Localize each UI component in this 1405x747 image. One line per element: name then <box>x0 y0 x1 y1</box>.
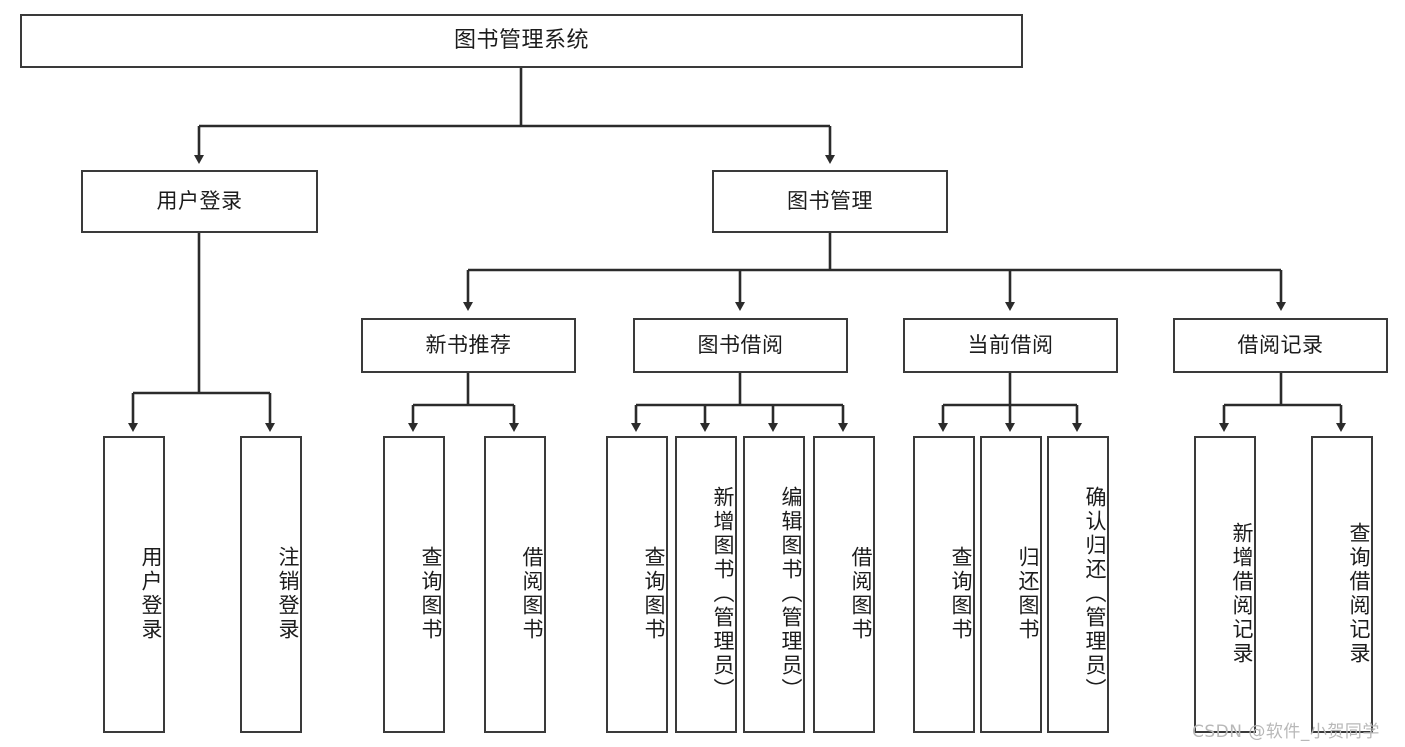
leaf-return-book[interactable]: 归还图书 <box>980 436 1042 733</box>
leaf-confirm-return[interactable]: 确认归还（管理员） <box>1047 436 1109 733</box>
node-label: 注销登录 <box>276 545 300 642</box>
leaf-user-login[interactable]: 用户登录 <box>103 436 165 733</box>
node-label: 当前借阅 <box>967 333 1054 358</box>
node-label: 编辑图书（管理员） <box>779 485 803 702</box>
node-label: 查询图书 <box>642 545 666 642</box>
node-label: 新书推荐 <box>425 333 512 358</box>
node-label: 查询图书 <box>949 545 973 642</box>
node-label: 新增图书（管理员） <box>711 485 735 702</box>
node-user-login[interactable]: 用户登录 <box>81 170 318 233</box>
leaf-query-book-recommend[interactable]: 查询图书 <box>383 436 445 733</box>
node-label: 借阅记录 <box>1237 333 1324 358</box>
node-label: 借阅图书 <box>520 545 544 642</box>
leaf-borrow-book[interactable]: 借阅图书 <box>813 436 875 733</box>
csdn-watermark: CSDN @软件_小贺同学 <box>1192 722 1380 742</box>
leaf-query-book-borrow[interactable]: 查询图书 <box>606 436 668 733</box>
node-root-system[interactable]: 图书管理系统 <box>20 14 1023 68</box>
leaf-query-book-current[interactable]: 查询图书 <box>913 436 975 733</box>
node-label: 图书管理系统 <box>453 28 589 54</box>
node-book-management[interactable]: 图书管理 <box>712 170 948 233</box>
node-label: 新增借阅记录 <box>1230 521 1254 666</box>
node-borrow-record[interactable]: 借阅记录 <box>1173 318 1388 373</box>
leaf-borrow-book-recommend[interactable]: 借阅图书 <box>484 436 546 733</box>
node-label: 归还图书 <box>1016 545 1040 642</box>
node-label: 查询图书 <box>419 545 443 642</box>
node-label: 图书借阅 <box>697 333 784 358</box>
leaf-add-book[interactable]: 新增图书（管理员） <box>675 436 737 733</box>
leaf-query-borrow-record[interactable]: 查询借阅记录 <box>1311 436 1373 733</box>
node-new-book-recommend[interactable]: 新书推荐 <box>361 318 576 373</box>
leaf-edit-book[interactable]: 编辑图书（管理员） <box>743 436 805 733</box>
node-label: 确认归还（管理员） <box>1083 485 1107 702</box>
node-label: 用户登录 <box>156 189 243 214</box>
node-book-borrow[interactable]: 图书借阅 <box>633 318 848 373</box>
node-label: 查询借阅记录 <box>1347 521 1371 666</box>
leaf-logout-login[interactable]: 注销登录 <box>240 436 302 733</box>
node-label: 借阅图书 <box>849 545 873 642</box>
leaf-add-borrow-record[interactable]: 新增借阅记录 <box>1194 436 1256 733</box>
node-label: 用户登录 <box>139 545 163 642</box>
node-label: 图书管理 <box>787 189 873 214</box>
node-current-borrow[interactable]: 当前借阅 <box>903 318 1118 373</box>
